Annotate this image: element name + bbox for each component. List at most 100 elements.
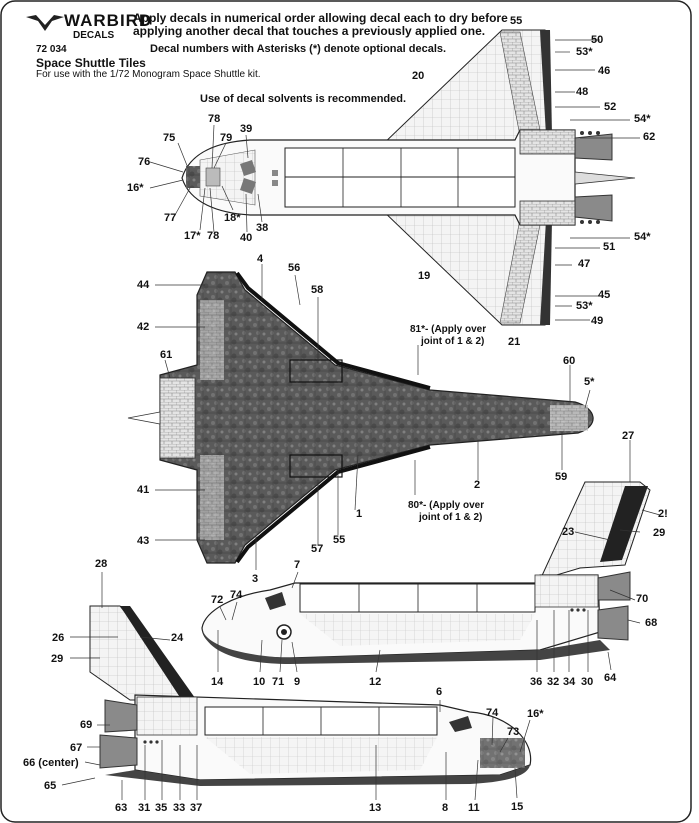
- decal-label-65: 65: [44, 780, 57, 792]
- decal-label-32: 32: [547, 676, 560, 688]
- decal-label-30: 30: [581, 676, 594, 688]
- decal-label-79: 79: [220, 132, 233, 144]
- bottom-view-shuttle: [127, 271, 594, 564]
- decal-note-80-line2: joint of 1 & 2): [419, 512, 483, 523]
- decal-label-76: 76: [138, 156, 151, 168]
- decal-label-35: 35: [155, 802, 168, 814]
- decal-label-5: 5*: [584, 376, 595, 388]
- decal-label-52: 52: [604, 101, 617, 113]
- decal-label-36: 36: [530, 676, 543, 688]
- decal-label-77: 77: [164, 212, 177, 224]
- decal-label-40: 40: [240, 232, 253, 244]
- decal-note-80-line1: 80*- (Apply over: [408, 500, 485, 511]
- decal-label-41: 41: [137, 484, 150, 496]
- decal-label-23: 23: [562, 526, 575, 538]
- decal-label-61: 61: [160, 349, 173, 361]
- warbird-logo-icon: [26, 15, 64, 31]
- decal-label-31: 31: [138, 802, 151, 814]
- bottom-view-leaders: [155, 264, 591, 570]
- decal-note-81-line2: joint of 1 & 2): [421, 336, 485, 347]
- decal-label-70: 70: [636, 593, 649, 605]
- decal-label-19: 19: [418, 270, 431, 282]
- decal-label-56: 56: [288, 262, 301, 274]
- decal-label-12: 12: [369, 676, 382, 688]
- decal-label-53: 53*: [576, 46, 593, 58]
- decal-label-37: 37: [190, 802, 203, 814]
- side-view-left-shuttle: [89, 605, 532, 786]
- decal-label-33: 33: [173, 802, 186, 814]
- decal-label-29b: 29: [51, 653, 64, 665]
- decal-label-4: 4: [257, 253, 264, 265]
- decal-label-66-center: 66 (center): [23, 757, 79, 769]
- solvent-note: Use of decal solvents is recommended.: [200, 93, 407, 105]
- decal-label-54: 54*: [634, 113, 651, 125]
- instruction-line1: Apply decals in numerical order allowing…: [133, 11, 508, 25]
- sheet-number: 72 034: [36, 44, 67, 55]
- side-view-right-shuttle: [201, 481, 651, 664]
- brand-name: WARBIRD: [64, 11, 153, 30]
- decal-label-10: 10: [253, 676, 266, 688]
- decal-label-63: 63: [115, 802, 128, 814]
- side-view-left-leaders: [61, 572, 531, 801]
- decal-label-17: 17*: [184, 230, 201, 242]
- decal-label-74: 74: [230, 589, 243, 601]
- decal-label-62: 62: [643, 131, 656, 143]
- decal-label-39: 39: [240, 123, 253, 135]
- decal-label-60: 60: [563, 355, 576, 367]
- sheet-title: Space Shuttle Tiles: [36, 56, 146, 70]
- decal-label-26: 26: [52, 632, 65, 644]
- decal-label-15: 15: [511, 801, 524, 813]
- decal-label-7: 7: [294, 559, 301, 571]
- decal-label-9: 9: [294, 676, 301, 688]
- decal-label-47: 47: [578, 258, 591, 270]
- decal-label-69: 69: [80, 719, 93, 731]
- decal-label-27: 27: [622, 430, 635, 442]
- side-view-right-leaders: [217, 440, 661, 673]
- decal-label-78b: 78: [207, 230, 220, 242]
- decal-label-58: 58: [311, 284, 324, 296]
- decal-label-71: 71: [272, 676, 285, 688]
- decal-label-14: 14: [211, 676, 224, 688]
- decal-label-50: 50: [591, 34, 604, 46]
- decal-label-59: 59: [555, 471, 568, 483]
- decal-label-48: 48: [576, 86, 589, 98]
- decal-label-68: 68: [645, 617, 658, 629]
- decal-label-21: 21: [508, 336, 521, 348]
- decal-label-73: 73: [507, 726, 520, 738]
- decal-label-2: 2: [474, 479, 481, 491]
- decal-label-51: 51: [603, 241, 616, 253]
- optional-note: Decal numbers with Asterisks (*) denote …: [150, 43, 447, 55]
- decal-label-24: 24: [171, 632, 184, 644]
- decal-label-53b: 53*: [576, 300, 593, 312]
- decal-label-43: 43: [137, 535, 150, 547]
- decal-label-20: 20: [412, 70, 425, 82]
- decal-note-81-line1: 81*- (Apply over: [410, 324, 487, 335]
- decal-label-57: 57: [311, 543, 324, 555]
- brand-sub: DECALS: [73, 30, 115, 41]
- decal-label-1: 1: [356, 508, 363, 520]
- decal-label-8: 8: [442, 802, 449, 814]
- decal-label-72: 72: [211, 594, 224, 606]
- sheet-subtitle: For use with the 1/72 Monogram Space Shu…: [36, 69, 261, 80]
- decal-label-55b: 55: [333, 534, 346, 546]
- top-view-shuttle: [181, 29, 636, 326]
- decal-label-11: 11: [468, 802, 480, 814]
- decal-label-18: 18*: [224, 212, 241, 224]
- decal-label-16b: 16*: [527, 708, 544, 720]
- decal-label-3: 3: [252, 573, 259, 585]
- decal-label-74b: 74: [486, 707, 499, 719]
- decal-label-29: 29: [653, 527, 666, 539]
- decal-label-64: 64: [604, 672, 617, 684]
- decal-label-67: 67: [70, 742, 83, 754]
- decal-label-28: 28: [95, 558, 108, 570]
- decal-label-54b: 54*: [634, 231, 651, 243]
- decal-label-55: 55: [510, 15, 523, 27]
- top-view-leaders: [149, 39, 640, 321]
- decal-label-16: 16*: [127, 182, 144, 194]
- decal-label-34: 34: [563, 676, 576, 688]
- instruction-line2: applying another decal that touches a pr…: [133, 24, 486, 38]
- decal-label-78a: 78: [208, 113, 221, 125]
